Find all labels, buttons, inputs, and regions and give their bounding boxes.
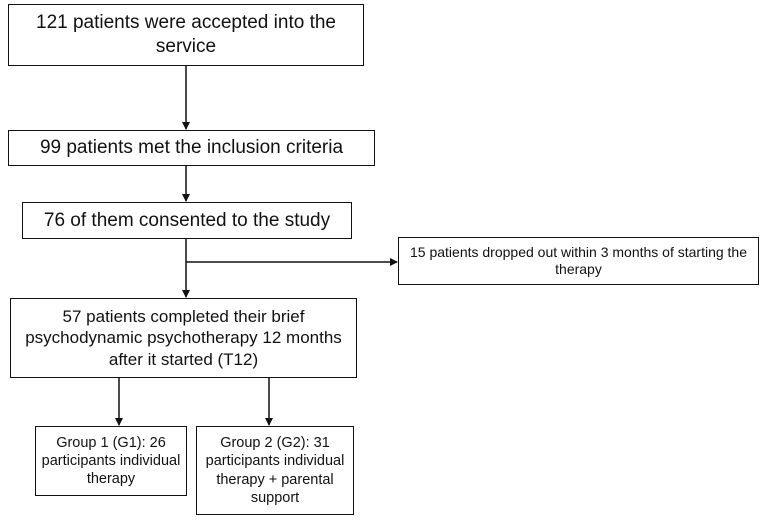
box-accepted: 121 patients were accepted into the serv… xyxy=(8,4,364,66)
box-dropout: 15 patients dropped out within 3 months … xyxy=(398,237,759,285)
box-group2: Group 2 (G2): 31 participants individual… xyxy=(196,426,354,515)
box-group1: Group 1 (G1): 26 participants individual… xyxy=(35,426,187,496)
box-dropout-label: 15 patients dropped out within 3 months … xyxy=(410,243,747,278)
box-consented-label: 76 of them consented to the study xyxy=(43,209,331,231)
box-accepted-label: 121 patients were accepted into the serv… xyxy=(36,12,336,57)
box-group2-label: Group 2 (G2): 31 participants individual… xyxy=(205,435,345,506)
box-inclusion: 99 patients met the inclusion criteria xyxy=(8,130,375,166)
box-completed: 57 patients completed their brief psycho… xyxy=(10,298,357,378)
box-inclusion-label: 99 patients met the inclusion criteria xyxy=(39,137,344,159)
box-group1-label: Group 1 (G1): 26 participants individual… xyxy=(41,434,181,488)
box-completed-label: 57 patients completed their brief psycho… xyxy=(25,307,342,369)
box-consented: 76 of them consented to the study xyxy=(22,202,352,239)
